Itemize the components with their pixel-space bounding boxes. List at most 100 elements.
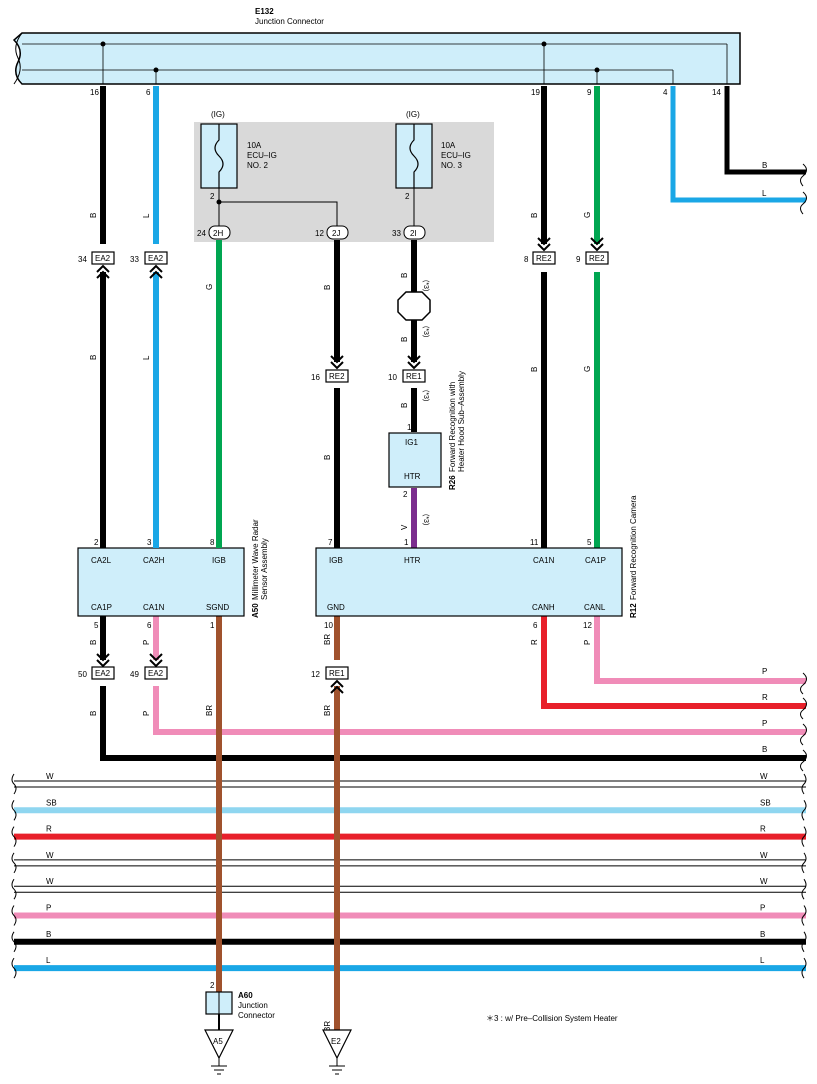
bus-line-label: L [760,956,765,965]
wire-label: V [400,524,409,530]
r26-htr-label: HTR [404,472,421,481]
fuse1-name2: NO. 2 [247,161,268,170]
re2-8-label: RE2 [536,254,552,263]
note-star3: (*3) [422,280,429,291]
r12-gnd: GND [327,603,345,612]
pin-16: 16 [90,88,99,97]
r12-code: R12 [629,603,638,618]
wire-label: L [142,213,151,218]
a50-pin-6: 6 [147,621,152,630]
relay-node [216,199,222,205]
junction-nodes [100,41,600,73]
ground-e2-label: E2 [331,1037,341,1046]
note-star3: (*3) [422,390,429,401]
ea2-33-pin: 33 [130,255,139,264]
right-label-l: L [762,189,767,198]
bus-break [11,800,17,821]
r26-name1: Forward Recognition with [448,382,457,472]
bus-break [11,878,17,900]
ea2-34-label: EA2 [95,254,111,263]
a50-ca2l: CA2L [91,556,112,565]
wire-label: P [142,640,151,645]
ground-a5-label: A5 [213,1037,223,1046]
wire-label: BR [205,705,214,716]
ground-symbol-icon [211,1058,227,1075]
wire-label: P [142,711,151,716]
right-label-r: R [762,693,768,702]
wire-color-labels: B L G B B G B L B B B B B G V B P BR R P… [89,212,592,1032]
note-star3: (*3) [422,326,429,337]
wire-label: B [89,711,98,716]
bus-line-label: P [760,904,765,913]
wire-label: R [530,639,539,645]
bus-break [801,800,807,821]
bus-line-label: P [46,904,51,913]
a60-name1: Junction [238,1001,268,1010]
relay-connectors: 24 2H 12 2J 33 2I [197,225,426,240]
wire-label: B [89,213,98,218]
bus-line-label: L [46,956,51,965]
r12-ca1n: CA1N [533,556,555,565]
r12-name1: Forward Recognition Camera [629,495,638,600]
fuse2-ig: (IG) [406,110,420,119]
a60-code: A60 [238,991,253,1000]
wire-label: B [89,355,98,360]
r26-pin-bottom: 2 [403,490,408,499]
connector-gaps [98,244,604,686]
bus-line-label: W [760,877,768,886]
conn-2h-pin: 24 [197,229,206,238]
a60-name2: Connector [238,1011,275,1020]
ea2-49-label: EA2 [148,669,164,678]
conn-2j-label: 2J [332,229,340,238]
r12-box [315,547,623,617]
a50-pin-1: 1 [210,621,215,630]
a50-igb: IGB [212,556,226,565]
wire-breaks [800,163,807,215]
r26-code: R26 [448,475,457,490]
wire-label: B [530,367,539,372]
r26-name2: Heater Hood Sub–Assembly [457,371,466,472]
bus-line-label: W [760,772,768,781]
pin-19: 19 [531,88,540,97]
bus-line-label: SB [46,798,57,807]
conn-2h-label: 2H [213,229,223,238]
bus-line-label: W [46,772,54,781]
bus-line-label: W [46,877,54,886]
bus-break [11,773,17,795]
a50-box [77,547,245,617]
fuse2-pin: 2 [405,192,410,201]
wire-label: P [583,640,592,645]
junction-internal-lines [22,43,728,84]
r26-ig1-label: IG1 [405,438,418,447]
a50-ca2h: CA2H [143,556,165,565]
a50-code: A50 [251,603,260,618]
r26-pin-top: 1 [407,423,412,432]
bus-break [11,905,17,926]
r12-component-label: R12 Forward Recognition Camera [629,495,638,618]
re2-16-label: RE2 [329,372,345,381]
wire-label: B [323,455,332,460]
r26-component-label: R26 Forward Recognition with Heater Hood… [448,371,466,490]
junction-name: Junction Connector [255,17,324,26]
fuse2-name2: NO. 3 [441,161,462,170]
octagon-splice [397,291,431,321]
a50-name1: Millimeter Wave Radar [251,519,260,600]
pin-6: 6 [146,88,151,97]
right-breaks [800,672,807,772]
wire-label: B [89,640,98,645]
conn-2j-pin: 12 [315,229,324,238]
ground-a5-icon [204,1029,234,1060]
right-label-b: B [762,161,767,170]
wire-label: B [400,337,409,342]
pin-4: 4 [663,88,668,97]
re1-10-pin: 10 [388,373,397,382]
bus-break [11,957,17,979]
ea2-50-label: EA2 [95,669,111,678]
r12-pin-1: 1 [404,538,409,547]
a50-name2: Sensor Assembly [260,538,269,600]
a50-pin-3: 3 [147,538,152,547]
bus-line-label: R [46,825,52,834]
right-label-p: P [762,667,767,676]
